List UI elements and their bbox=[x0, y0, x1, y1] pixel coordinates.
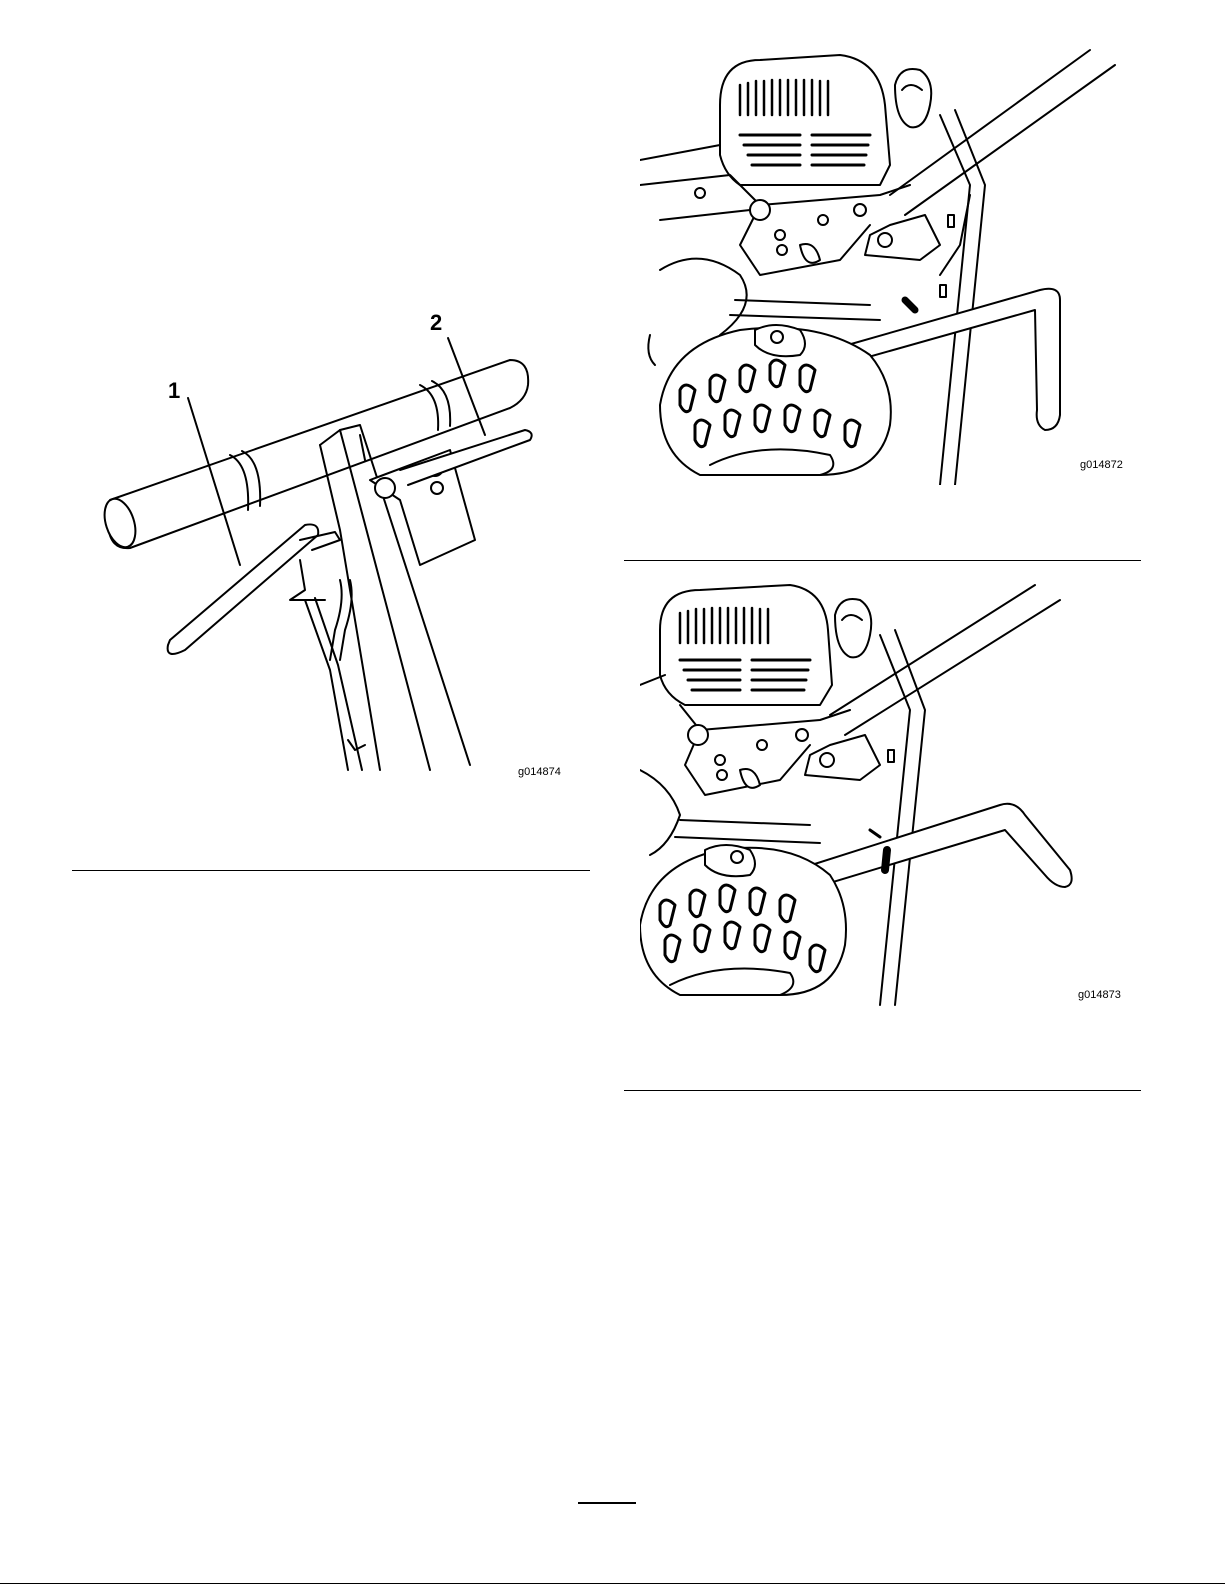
tiller-wheel-illustration-top bbox=[640, 45, 1140, 485]
figure-divider-right-top bbox=[624, 560, 1141, 561]
callout-1: 1 bbox=[168, 378, 180, 404]
callout-2: 2 bbox=[430, 310, 442, 336]
page-bottom-rule bbox=[0, 1583, 1225, 1584]
handlebar-illustration bbox=[90, 300, 590, 790]
figure-code: g014873 bbox=[1078, 989, 1121, 1001]
page-number-underline bbox=[578, 1502, 636, 1504]
figure-divider-left bbox=[72, 870, 590, 871]
figure-handlebar-levers: 1 2 g014874 bbox=[90, 300, 590, 790]
figure-tiller-wheel-bottom: g014873 bbox=[640, 575, 1140, 1015]
figure-divider-right-bottom bbox=[624, 1090, 1141, 1091]
figure-code: g014874 bbox=[518, 766, 561, 778]
figure-tiller-wheel-top: g014872 bbox=[640, 45, 1140, 485]
tiller-wheel-illustration-bottom bbox=[640, 575, 1140, 1015]
figure-code: g014872 bbox=[1080, 459, 1123, 471]
